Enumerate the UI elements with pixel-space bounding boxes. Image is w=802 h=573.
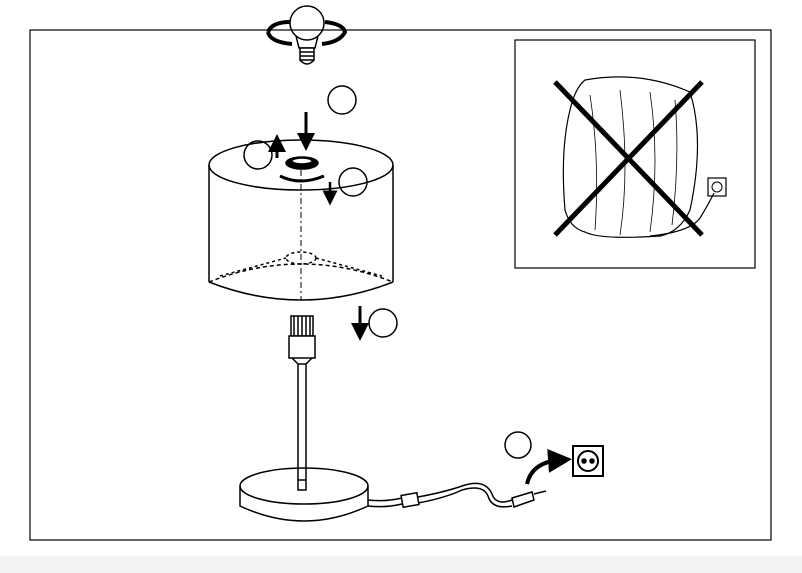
wall-socket-icon <box>572 445 604 477</box>
step-marker-ring <box>243 140 273 170</box>
lamp-socket <box>288 315 316 365</box>
lamp-assembly-diagram <box>29 5 772 541</box>
bulb-icon <box>266 5 348 65</box>
lamp-shade <box>208 134 394 301</box>
outer-frame <box>29 29 772 541</box>
curved-arrow-icon <box>525 448 572 485</box>
instruction-sheet <box>0 0 802 556</box>
step-marker-shade <box>338 167 368 197</box>
step-marker-plug <box>504 431 532 459</box>
warning-panel <box>514 39 756 269</box>
power-cable <box>367 482 547 509</box>
step-marker-socket <box>368 308 398 338</box>
lamp-base <box>239 364 369 522</box>
step-marker-bulb <box>327 85 357 115</box>
crossed-out-covered-lamp-icon <box>553 76 727 238</box>
